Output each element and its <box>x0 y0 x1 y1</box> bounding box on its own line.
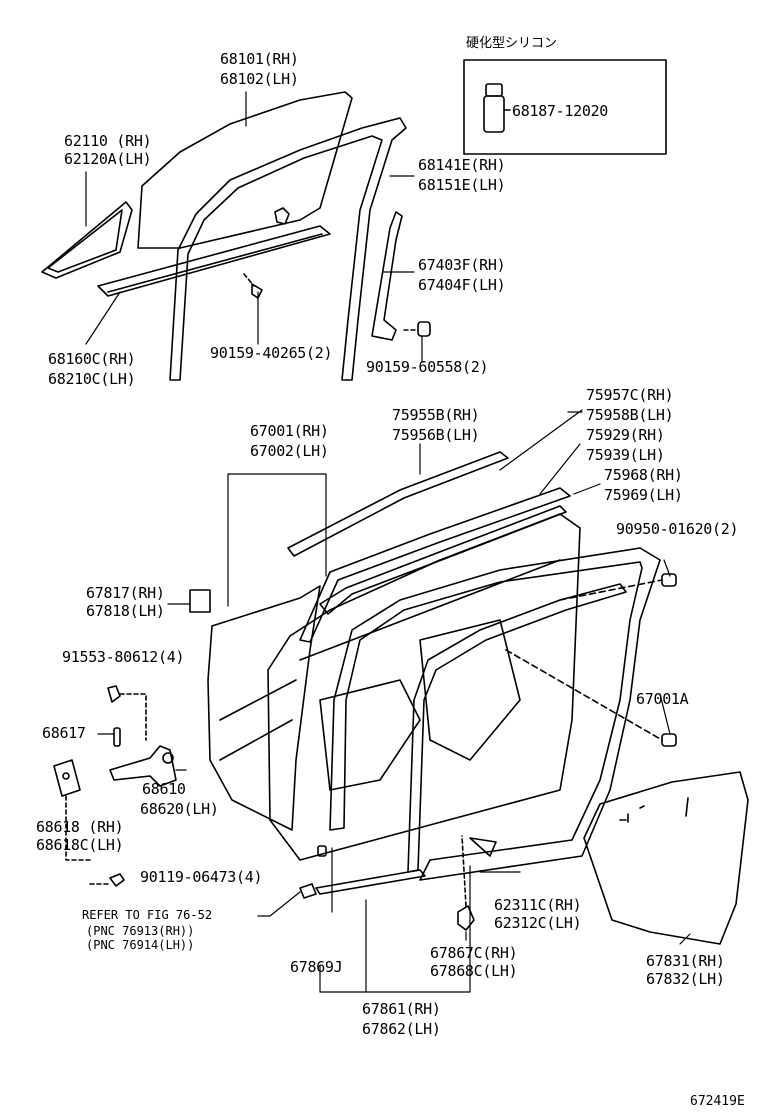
label-frame-rh: 67403F(RH) <box>418 256 506 274</box>
door-frame <box>371 211 403 341</box>
weatherstrip-belt <box>287 451 509 557</box>
label-refer-3: (PNC 76914(LH)) <box>86 938 195 952</box>
label-film-rh: 67831(RH) <box>646 952 725 970</box>
inset-box <box>463 59 667 155</box>
run-channel <box>97 225 331 297</box>
label-cap: 67869J <box>290 958 343 976</box>
label-plug: 67001A <box>636 690 689 708</box>
silicone-bottle-icon <box>483 83 511 133</box>
label-weatherstrip-rh: 67861(RH) <box>362 1000 441 1018</box>
label-seal-rh: 62311C(RH) <box>494 896 582 914</box>
label-clip2-lh: 67868C(LH) <box>430 962 518 980</box>
bolt-icon <box>107 685 121 703</box>
label-weather2-lh: 75956B(LH) <box>392 426 480 444</box>
door-outer-panel <box>207 585 321 831</box>
glass-bracket <box>274 207 290 225</box>
label-weather3-rh: 75929(RH) <box>586 426 665 444</box>
label-frame-lh: 67404F(LH) <box>418 276 506 294</box>
label-panel-lh: 67002(LH) <box>250 442 329 460</box>
label-glass-rh: 68101(RH) <box>220 50 299 68</box>
glass-run <box>169 117 407 381</box>
label-glass-lh: 68102(LH) <box>220 70 299 88</box>
door-pad <box>189 589 211 613</box>
hinge2-icon <box>53 759 81 797</box>
figure-id: 672419E <box>690 1094 745 1109</box>
label-pad-lh: 67818(LH) <box>86 602 165 620</box>
label-screw2: 90159-60558(2) <box>366 358 489 376</box>
label-weather3-lh: 75939(LH) <box>586 446 665 464</box>
label-panel-rh: 67001(RH) <box>250 422 329 440</box>
label-clip2-rh: 67867C(RH) <box>430 944 518 962</box>
plug-icon <box>661 733 677 747</box>
service-hole-film <box>583 771 749 945</box>
label-hinge2-lh: 68618C(LH) <box>36 836 124 854</box>
label-weatherstrip-lh: 67862(LH) <box>362 1020 441 1038</box>
label-bolt1: 91553-80612(4) <box>62 648 185 666</box>
label-refer-1: REFER TO FIG 76-52 <box>82 908 213 922</box>
label-screw1: 90159-40265(2) <box>210 344 333 362</box>
hinge-icon <box>109 745 177 787</box>
label-weather2-rh: 75955B(RH) <box>392 406 480 424</box>
label-weather4-rh: 75968(RH) <box>604 466 683 484</box>
label-hinge-lh: 68620(LH) <box>140 800 219 818</box>
label-weather1-rh: 75957C(RH) <box>586 386 674 404</box>
door-glass <box>137 91 353 249</box>
label-channel-rh: 68160C(RH) <box>48 350 136 368</box>
bracket-icon <box>299 883 317 899</box>
inset-title: 硬化型シリコン <box>466 36 558 51</box>
label-clip1: 90950-01620(2) <box>616 520 739 538</box>
cap-icon <box>317 845 327 857</box>
door-seal <box>329 547 661 881</box>
pin-icon <box>113 727 121 747</box>
label-hinge2-rh: 68618 (RH) <box>36 818 124 836</box>
label-weather4-lh: 75969(LH) <box>604 486 683 504</box>
label-channel-lh: 68210C(LH) <box>48 370 136 388</box>
bolt-icon <box>109 873 125 887</box>
label-vent-rh: 62110 (RH) <box>64 132 152 150</box>
clip2-icon <box>457 905 475 931</box>
label-hinge-rh: 68610 <box>142 780 186 798</box>
vent-glass <box>41 201 133 279</box>
inset-part-number: 68187-12020 <box>512 102 609 120</box>
label-vent-lh: 62120A(LH) <box>64 150 152 168</box>
label-pad-rh: 67817(RH) <box>86 584 165 602</box>
label-refer-2: (PNC 76913(RH)) <box>86 924 195 938</box>
screw-icon <box>243 273 263 299</box>
label-run-lh: 68151E(LH) <box>418 176 506 194</box>
label-film-lh: 67832(LH) <box>646 970 725 988</box>
door-inner-panel <box>267 513 581 861</box>
clip-icon <box>661 573 677 587</box>
label-seal-lh: 62312C(LH) <box>494 914 582 932</box>
label-weather1-lh: 75958B(LH) <box>586 406 674 424</box>
weatherstrip-outer <box>299 487 571 643</box>
screw-icon <box>403 321 431 337</box>
label-bolt2: 90119-06473(4) <box>140 868 263 886</box>
label-pin: 68617 <box>42 724 86 742</box>
label-run-rh: 68141E(RH) <box>418 156 506 174</box>
